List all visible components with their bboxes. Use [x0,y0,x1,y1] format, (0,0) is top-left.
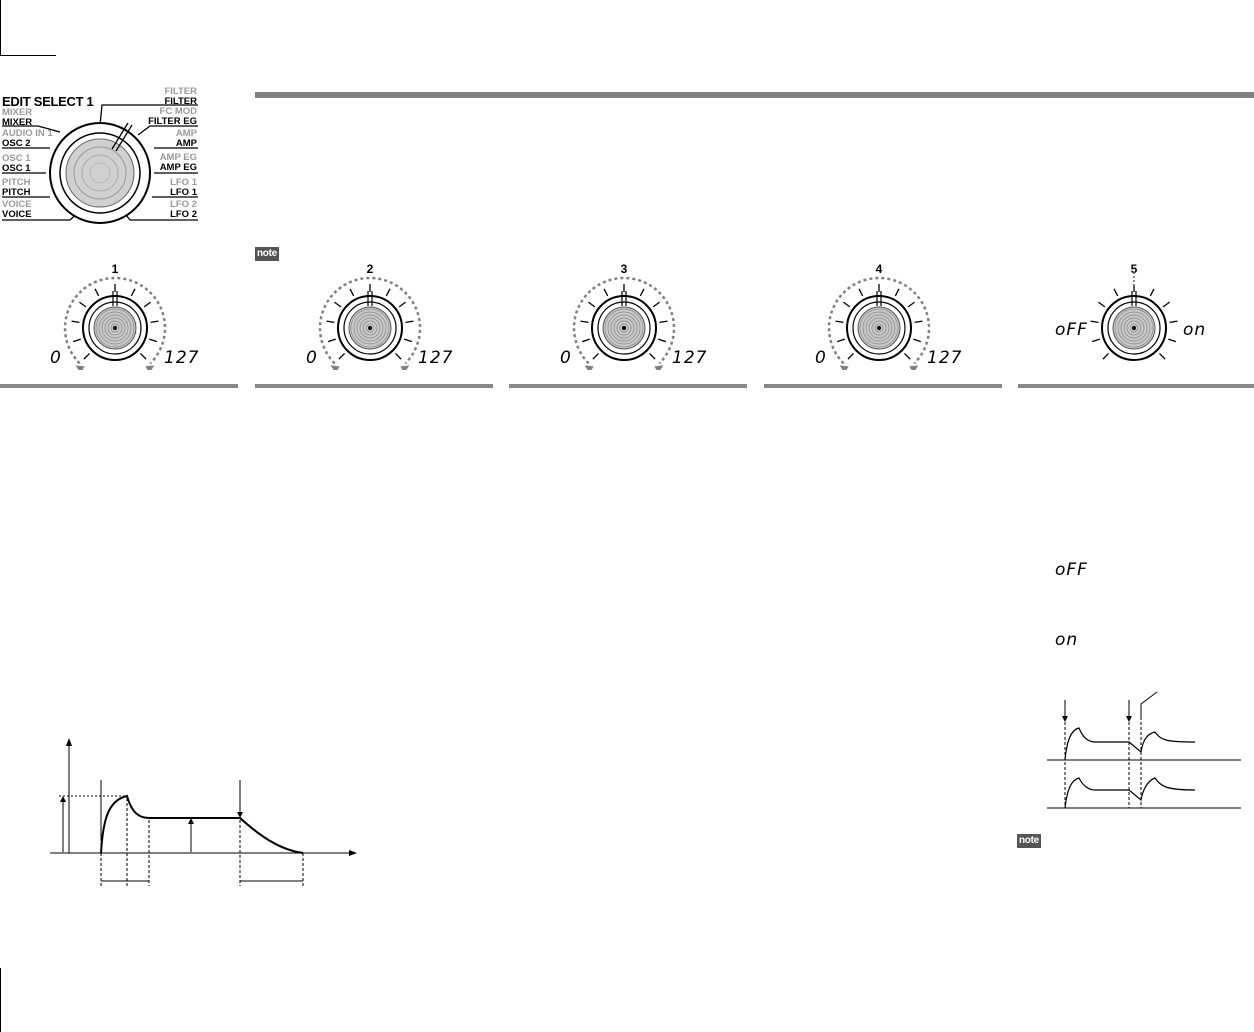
crop-mark [0,0,1,56]
knob-2[interactable] [310,270,430,370]
note-badge: note [255,247,279,261]
knob-1-number: 1 [111,262,119,276]
edit-select-title: EDIT SELECT 1 [2,94,94,109]
column-rule [255,384,493,388]
knob-1-max-label: 127 [164,348,200,368]
display-on-value: on [1055,630,1079,650]
knob-4-number: 4 [875,262,883,276]
knob-5-number: 5 [1130,262,1138,276]
column-rule [0,384,238,388]
knob-4-max-label: 127 [927,348,963,368]
knob-3-number: 3 [620,262,628,276]
knob-1[interactable] [55,270,175,370]
knob-2-number: 2 [366,262,374,276]
column-rule [509,384,747,388]
column-rule [1018,384,1254,388]
crop-mark [0,968,1,1032]
section-header-bar [255,92,1254,98]
knob-5-on-label: on [1183,320,1207,340]
knob-3-max-label: 127 [672,348,708,368]
trigger-diagram [1047,691,1241,809]
knob-4[interactable] [819,270,939,370]
note-badge: note [1017,834,1041,848]
display-off-value: oFF [1055,560,1088,580]
edit-select-dial[interactable] [0,85,200,225]
envelope-diagram [50,738,357,886]
crop-mark [0,55,56,56]
knob-5[interactable] [1074,270,1194,370]
knob-2-min-label: 0 [306,348,318,368]
knob-3-min-label: 0 [560,348,572,368]
knob-3[interactable] [564,270,684,370]
knob-2-max-label: 127 [418,348,454,368]
column-rule [764,384,1002,388]
knob-4-min-label: 0 [815,348,827,368]
knob-1-min-label: 0 [50,348,62,368]
knob-5-off-label: oFF [1055,320,1088,340]
